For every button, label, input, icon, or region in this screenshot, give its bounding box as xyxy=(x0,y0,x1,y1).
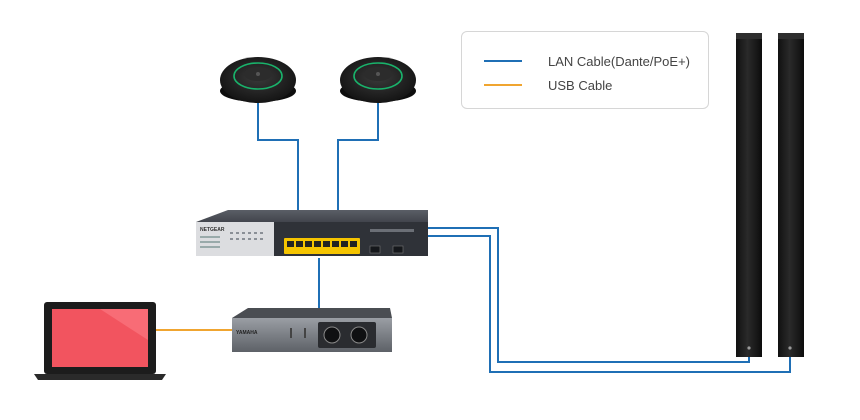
legend: LAN Cable(Dante/PoE+) USB Cable xyxy=(461,31,709,109)
switch-status-leds xyxy=(230,232,263,240)
switch-sfp-ports xyxy=(369,245,404,254)
legend-label-lan: LAN Cable(Dante/PoE+) xyxy=(548,53,690,69)
xlr-port-icon xyxy=(323,326,341,344)
laptop xyxy=(34,302,166,380)
lan-cable-switch-speaker1 xyxy=(428,227,750,363)
lan-cable-switch-speaker2 xyxy=(428,235,791,373)
legend-item-usb: USB Cable xyxy=(484,75,612,95)
lan-cables xyxy=(257,100,791,373)
usb-cable-swatch xyxy=(484,84,522,86)
laptop-screen xyxy=(52,309,148,367)
column-speaker-2 xyxy=(778,33,804,357)
interface-brand-label: YAMAHA xyxy=(236,330,258,336)
switch-brand-label: NETGEAR xyxy=(200,227,225,233)
audio-interface: YAMAHA xyxy=(232,308,392,352)
legend-label-usb: USB Cable xyxy=(548,77,613,93)
lan-cable-mic1-switch xyxy=(257,100,299,214)
xlr-port-icon xyxy=(350,326,368,344)
legend-item-lan: LAN Cable(Dante/PoE+) xyxy=(484,51,690,71)
lan-cable-swatch xyxy=(484,60,522,62)
lan-cable-mic2-switch xyxy=(337,100,379,214)
poe-network-switch: NETGEAR xyxy=(196,210,428,256)
ceiling-microphone-1 xyxy=(220,57,296,103)
ceiling-microphone-2 xyxy=(340,57,416,103)
switch-poe-ports xyxy=(284,238,360,254)
column-speaker-1 xyxy=(736,33,762,357)
